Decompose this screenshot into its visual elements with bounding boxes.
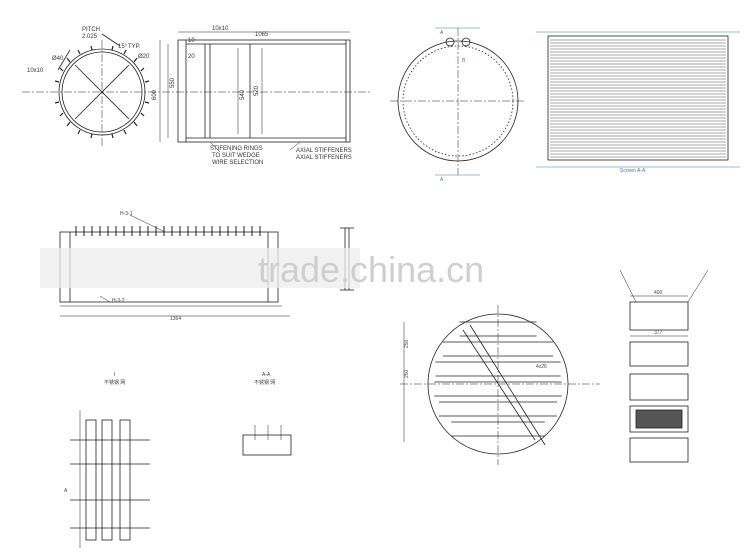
detail-a-label: A [64,488,68,494]
label-a-top: A [440,30,444,36]
drawing5-labels: 4x26 250 250 [404,339,547,378]
drawing2-labels: A A B Screen A-A [440,30,646,183]
pitch-label: PITCH [82,27,100,33]
circle-tick-marks [54,45,150,139]
screen-section-label: Screen A-A [620,168,646,174]
large-circle-view [390,27,526,176]
section-aa-sub: 不锈钢 网 [254,379,275,386]
dim-20-label: 20 [188,54,195,60]
label-a-bottom: A [440,177,444,183]
drawing1-labels: PITCH 2.025 15° TYP. Ø40 Ø20 10x10 10x10… [27,26,352,166]
label-b: B [462,58,466,64]
panel-dim-label: 1364 [170,316,181,322]
drawing3-labels: H-3-1 H-3-2 1364 [112,211,181,322]
axial-note-1: AXIAL STIFFENERS [296,148,352,154]
watermark-band [40,248,360,288]
screen-section-view [536,31,740,168]
stacked-blocks-view [619,269,709,463]
top-dim-label: 10x10 [212,26,229,32]
round-plate-view [400,305,600,465]
typ-label: TYP. [128,44,141,50]
corner-dim-label: 10x10 [27,68,44,74]
stiff-note-1: STIFENING RINGS [210,146,263,152]
dim-600-label: 600 [152,89,158,100]
plate-center-dim: 4x26 [536,364,547,370]
dia-a-label: Ø40 [52,56,64,62]
pitch-value: 2.025 [82,34,98,40]
plate-dim-2: 250 [404,369,410,378]
section-a-a-view [242,425,292,456]
dia-b-label: Ø20 [138,54,150,60]
dim-10-label: 10 [188,38,195,44]
dim-550-label: 550 [170,77,176,88]
width-dim-label: 1065 [255,32,269,38]
cylinder-side-view [159,31,351,153]
detail-i-label: I [114,372,115,378]
drawing6-labels: 400 377 [654,290,663,336]
angle-label: 15° [118,44,128,50]
part-top-label: H-3-1 [120,211,133,217]
detail-i-view [70,410,150,548]
stiff-note-3: WIRE SELECTION [212,160,263,166]
block-top-dim: 400 [654,290,663,296]
stiff-note-2: TO SUIT WEDGE [212,153,260,159]
plate-dim-1: 250 [404,339,410,348]
part-bottom-label: H-3-2 [112,298,125,304]
drawing4-labels: I 不锈钢 网 A A-A 不锈钢 网 [64,372,275,494]
detail-i-sub: 不锈钢 网 [104,379,125,386]
dim-520-label: 520 [254,85,260,96]
watermark-text: trade.china.cn [258,249,484,290]
section-aa-label: A-A [262,372,271,378]
axial-note-2: AXIAL STIFFENERS [296,155,352,161]
dim-540-label: 540 [240,89,246,100]
block-mid-dim: 377 [654,330,663,336]
circle-end-view [22,33,370,148]
